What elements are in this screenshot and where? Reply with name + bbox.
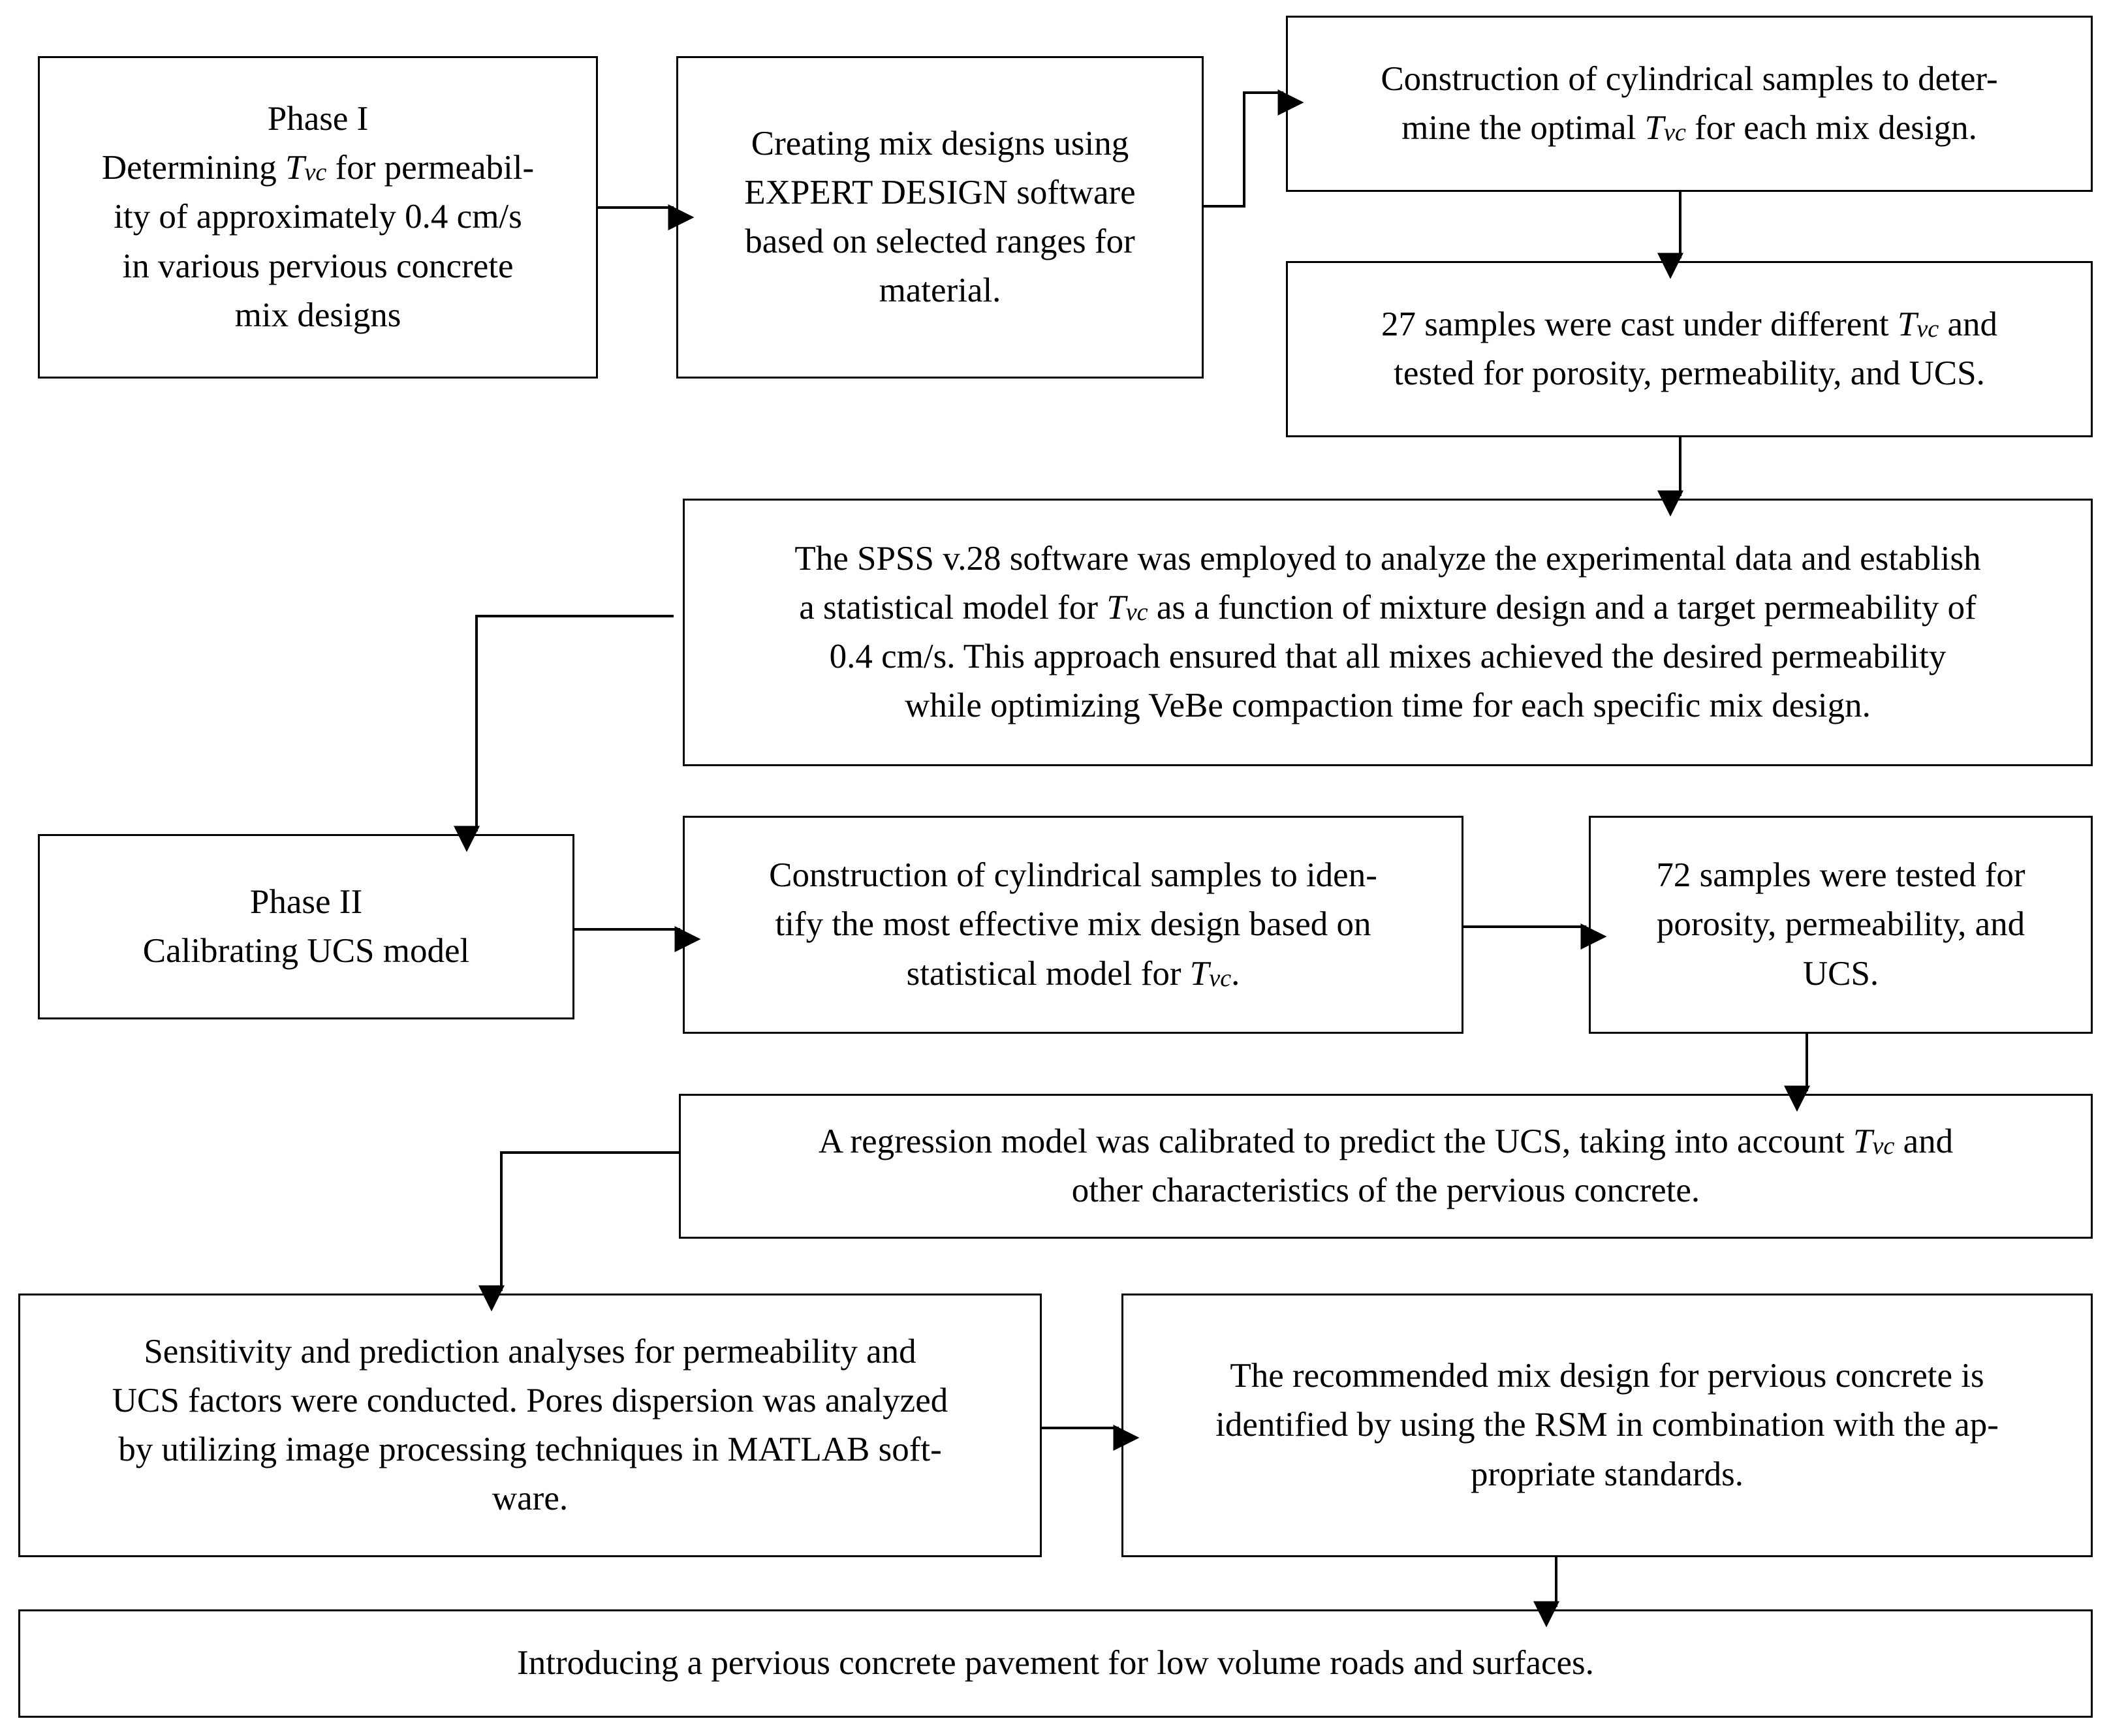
regression-model-text-line: other characteristics of the pervious co…	[1071, 1171, 1700, 1209]
samples-27-box: 27 samples were cast under different Tvc…	[1286, 261, 2093, 437]
tvc-symbol: Tvc	[1853, 1122, 1895, 1160]
recommended-mix-box: The recommended mix design for pervious …	[1121, 1294, 2093, 1557]
regression-model-box: A regression model was calibrated to pre…	[679, 1094, 2093, 1239]
phase2-box: Phase II Calibrating UCS model	[38, 834, 574, 1019]
spss-model-box: The SPSS v.28 software was employed to a…	[683, 499, 2093, 766]
sensitivity-analysis-text-line: UCS factors were conducted. Pores disper…	[112, 1381, 948, 1419]
regression-model-text-line: A regression model was calibrated to pre…	[818, 1122, 1954, 1160]
construct-samples-effective-text-line: tify the most effective mix design based…	[775, 905, 1371, 944]
samples-27-text-line: tested for porosity, permeability, and U…	[1394, 354, 1985, 392]
samples-72-text-line: 72 samples were tested for	[1656, 856, 2025, 895]
phase1-box: Phase I Determining Tvc for permeabil-ity…	[38, 56, 598, 379]
construct-samples-effective-text-line: Construction of cylindrical samples to i…	[769, 856, 1377, 895]
tvc-symbol: Tvc	[1644, 109, 1686, 147]
phase1-text-line: mix designs	[234, 296, 401, 334]
spss-model-text-line: a statistical model for Tvc as a functio…	[799, 588, 1977, 627]
recommended-mix-text-line: The recommended mix design for pervious …	[1230, 1357, 1984, 1395]
phase2-text-line: Phase II	[249, 882, 363, 921]
sensitivity-analysis-text-line: Sensitivity and prediction analyses for …	[144, 1332, 916, 1371]
mix-design-software-text-line: Creating mix designs using	[751, 124, 1129, 163]
tvc-symbol: Tvc	[1106, 588, 1148, 627]
samples-72-text-line: UCS.	[1802, 954, 1879, 993]
tvc-symbol: Tvc	[285, 149, 327, 187]
recommended-mix-text-line: propriate standards.	[1471, 1455, 1744, 1493]
phase1-text-line: Determining Tvc for permeabil-	[101, 149, 535, 187]
arrow-connector	[1204, 89, 1304, 208]
phase1-text-line: Phase I	[267, 99, 369, 138]
phase2-text-line: Calibrating UCS model	[142, 932, 470, 970]
phase1-text-line: in various pervious concrete	[122, 247, 514, 285]
tvc-symbol: Tvc	[1189, 954, 1232, 993]
sensitivity-analysis-box: Sensitivity and prediction analyses for …	[18, 1294, 1042, 1557]
spss-model-text-line: while optimizing VeBe compaction time fo…	[905, 687, 1871, 725]
introducing-pavement-text-line: Introducing a pervious concrete pavement…	[517, 1644, 1594, 1682]
construct-samples-effective-box: Construction of cylindrical samples to i…	[683, 816, 1463, 1034]
samples-27-text-line: 27 samples were cast under different Tvc…	[1381, 305, 1997, 343]
construct-samples-tvc-text-line: Construction of cylindrical samples to d…	[1381, 59, 1998, 98]
sensitivity-analysis-text-line: by utilizing image processing techniques…	[118, 1431, 942, 1468]
construct-samples-effective-text-line: statistical model for Tvc.	[906, 954, 1240, 993]
mix-design-software-text-line: material.	[879, 271, 1001, 310]
samples-72-box: 72 samples were tested for porosity, perm…	[1589, 816, 2093, 1034]
construct-samples-tvc-box: Construction of cylindrical samples to d…	[1286, 16, 2093, 192]
construct-samples-tvc-text-line: mine the optimal Tvc for each mix design…	[1401, 109, 1977, 147]
arrow-connector	[454, 615, 674, 852]
spss-model-text-line: 0.4 cm/s. This approach ensured that all…	[829, 638, 1947, 675]
tvc-symbol: Tvc	[1897, 305, 1939, 343]
recommended-mix-text-line: identified by using the RSM in combinati…	[1215, 1406, 1999, 1444]
samples-72-text-line: porosity, permeability, and	[1656, 905, 2025, 944]
introducing-pavement-box: Introducing a pervious concrete pavement…	[18, 1609, 2093, 1718]
spss-model-text-line: The SPSS v.28 software was employed to a…	[794, 539, 1981, 578]
arrow-connector	[478, 1151, 679, 1312]
phase1-text-line: ity of approximately 0.4 cm/s	[114, 198, 522, 236]
mix-design-software-text-line: EXPERT DESIGN software	[744, 173, 1136, 211]
sensitivity-analysis-text-line: ware.	[492, 1480, 569, 1518]
mix-design-software-text-line: based on selected ranges for	[745, 223, 1135, 260]
